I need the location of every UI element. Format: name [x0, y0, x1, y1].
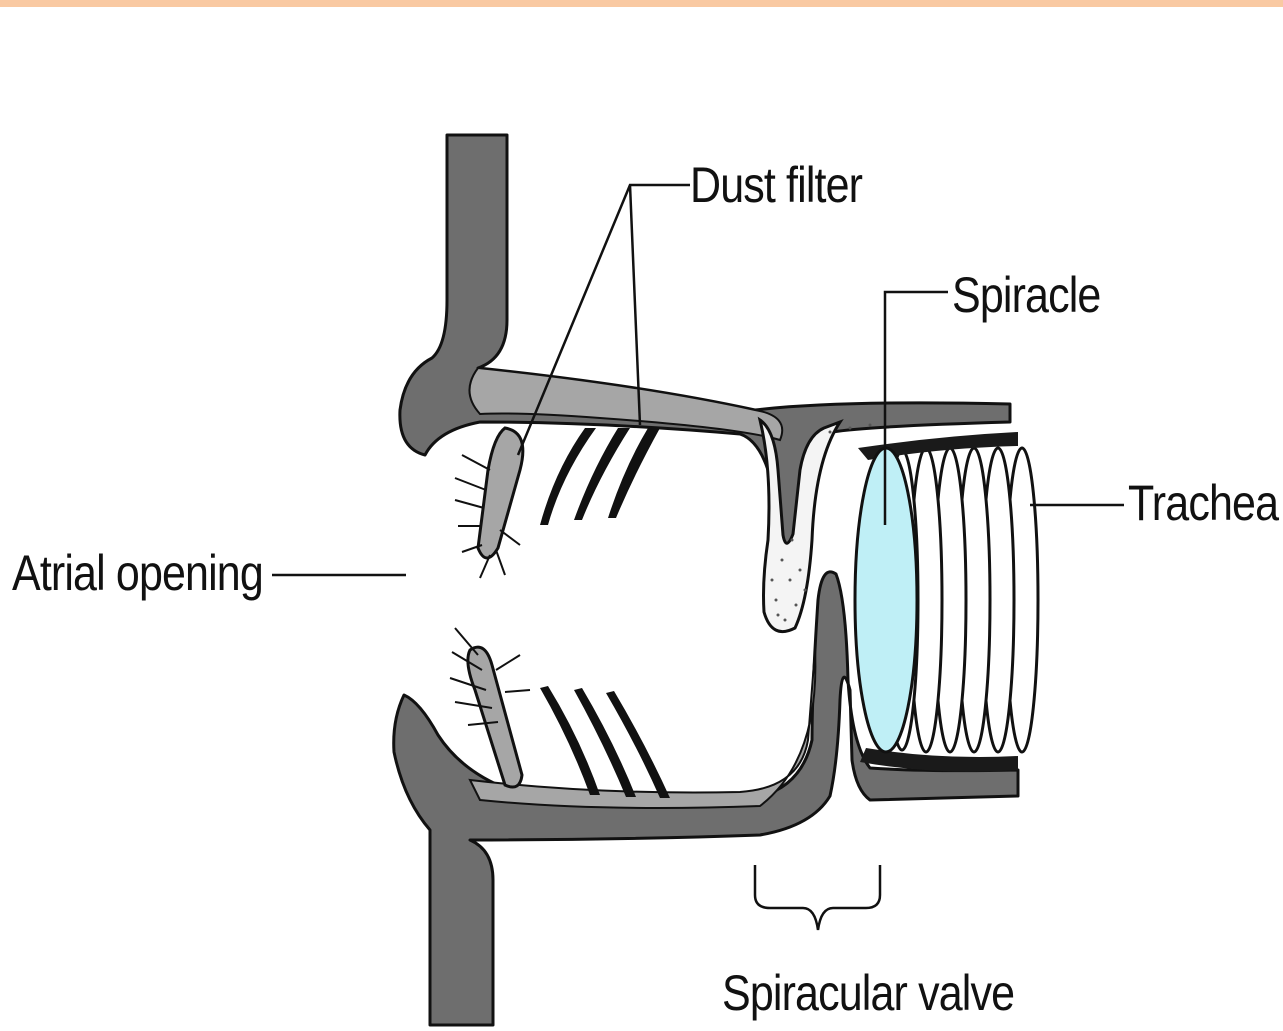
atrial-opening-label: Atrial opening	[12, 548, 263, 598]
spiracle-label: Spiracle	[952, 270, 1100, 320]
spiracular-valve-label: Spiracular valve	[722, 968, 1014, 1018]
upper-feather-hair	[455, 428, 523, 578]
lower-wall-inner-strip	[470, 650, 815, 808]
valve-brace	[755, 865, 880, 930]
upper-dust-bristles	[540, 428, 660, 525]
lower-dust-bristles	[540, 686, 670, 798]
dust-filter-label: Dust filter	[690, 160, 862, 210]
trachea-label: Trachea	[1128, 478, 1278, 528]
